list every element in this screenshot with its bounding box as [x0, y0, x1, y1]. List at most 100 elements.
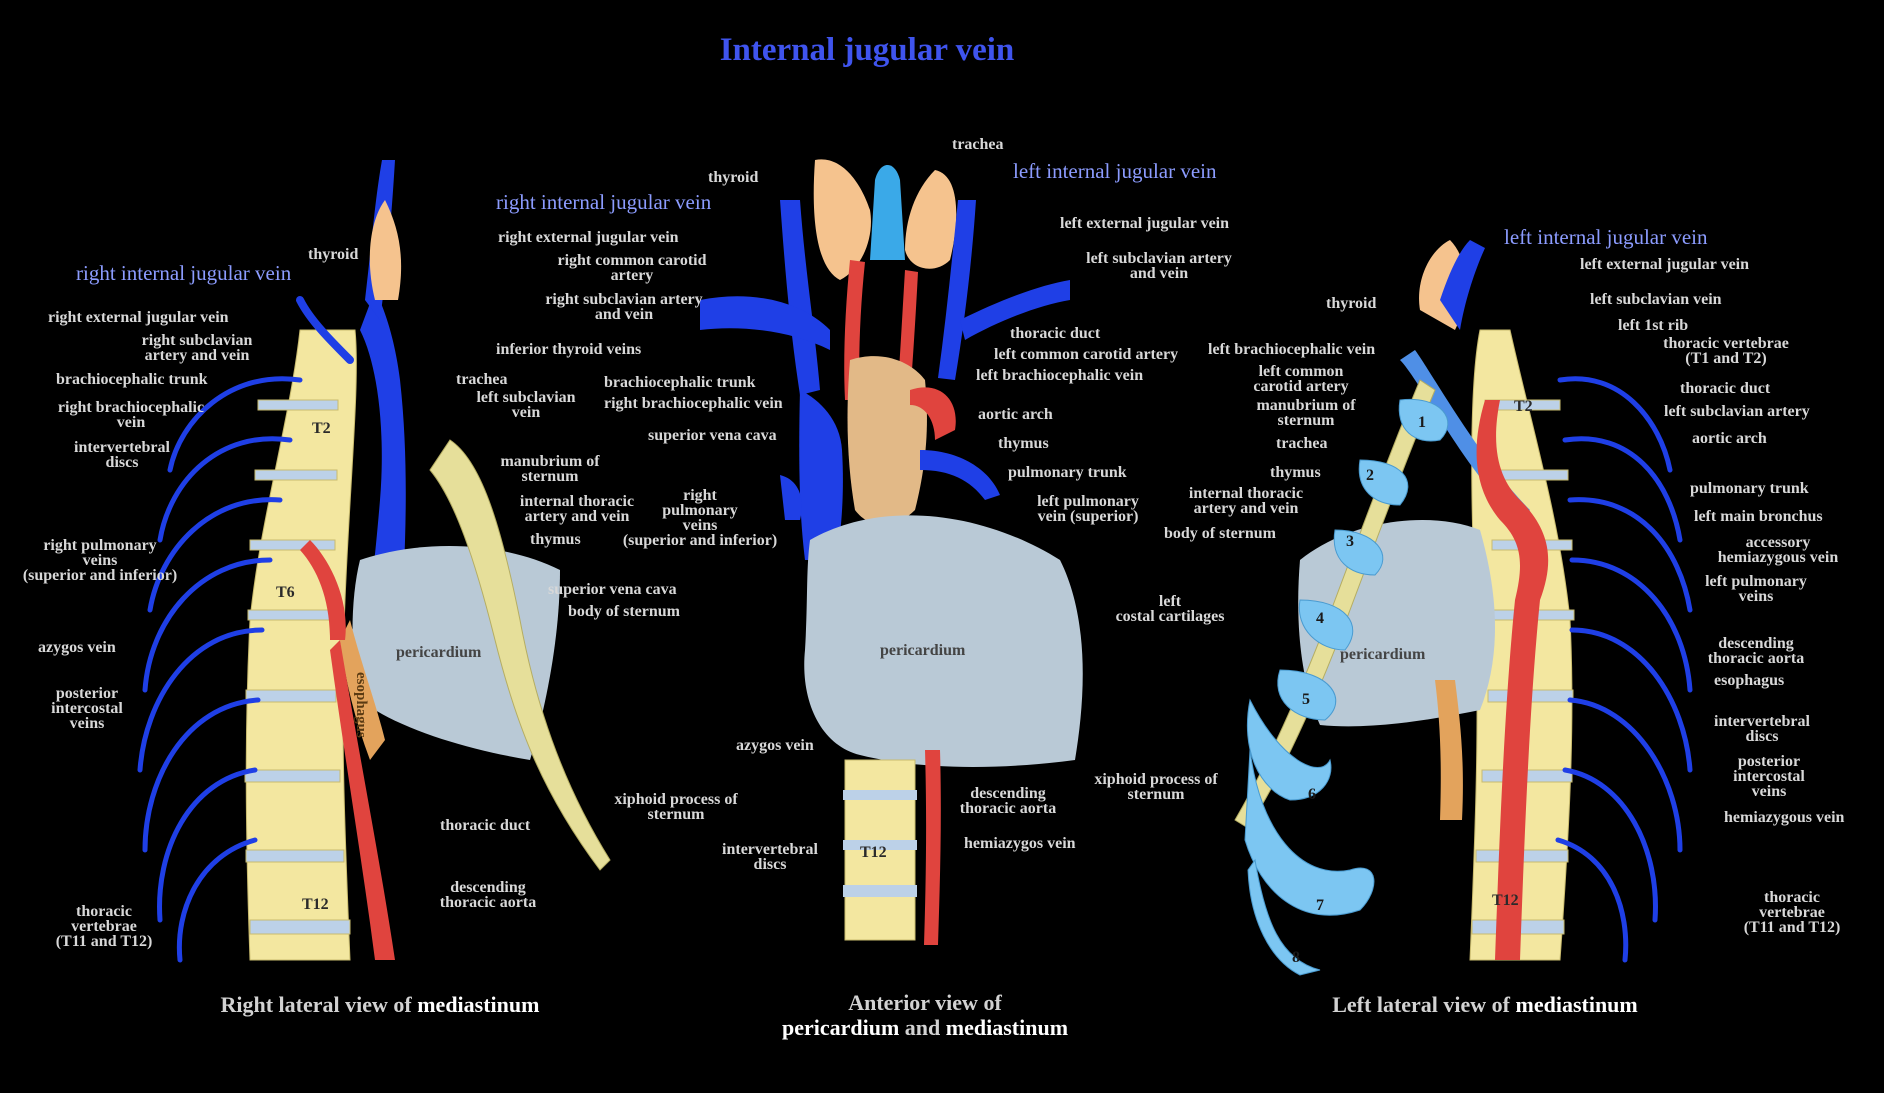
costal-number: 7 — [1316, 897, 1324, 914]
caption-emphasis: mediastinum — [1515, 992, 1638, 1017]
label-line: thoracic — [76, 903, 132, 920]
label-line: veins — [1751, 783, 1787, 800]
label-line: xiphoid process of — [1094, 771, 1218, 788]
label-left-subclavian-artery: left subclavian artery — [1664, 403, 1810, 420]
label-left-subclavian-vein: left subclavian vein — [1590, 291, 1722, 308]
right-thyroid — [369, 200, 402, 300]
label-right-subclavian-anterior: right subclavian artery and vein — [534, 292, 714, 323]
costal-number: 3 — [1346, 533, 1354, 550]
label-inferior-thyroid-veins: inferior thyroid veins — [496, 341, 642, 358]
caption-text: and — [899, 1015, 946, 1040]
label-line: posterior — [55, 685, 119, 702]
label-right-common-carotid: right common carotid artery — [548, 252, 716, 284]
label-pericardium-left: pericardium — [1340, 646, 1426, 663]
anterior-trachea — [870, 165, 905, 260]
left-ijv — [1440, 240, 1485, 330]
label-trachea: trachea — [456, 371, 508, 388]
anterior-ijv-right — [780, 200, 820, 395]
left-lateral-view — [1234, 240, 1693, 976]
caption-text: Anterior view of — [848, 990, 1002, 1015]
label-line: pulmonary — [662, 502, 738, 519]
label-right-brachiocephalic-vein: right brachiocephalic vein — [46, 400, 216, 431]
anterior-subclavian-veins — [700, 280, 1070, 350]
label-descending-thoracic-aorta-left: descending thoracic aorta — [1700, 636, 1812, 667]
label-line: thoracic aorta — [439, 894, 537, 911]
label-line: right pulmonary — [43, 537, 157, 554]
label-line: descending — [450, 879, 526, 896]
label-line: manubrium of — [500, 453, 600, 470]
label-thyroid-left: thyroid — [1326, 295, 1377, 312]
label-t12-left: T12 — [1492, 892, 1519, 909]
label-intervertebral-discs-left: intervertebral discs — [1706, 714, 1818, 745]
label-body-of-sternum-left: body of sternum — [1164, 525, 1277, 542]
label-brachiocephalic-trunk-anterior: brachiocephalic trunk — [604, 374, 756, 391]
label-line: costal cartilages — [1115, 608, 1225, 625]
anterior-svc — [799, 390, 843, 560]
label-t12-anterior: T12 — [860, 844, 887, 861]
label-left-common-carotid-artery-left: left common carotid artery — [1236, 364, 1366, 395]
label-thoracic-vertebrae: thoracic vertebrae (T11 and T12) — [44, 903, 164, 950]
label-superior-vena-cava: superior vena cava — [548, 581, 677, 598]
label-internal-thoracic: internal thoracic artery and vein — [510, 494, 644, 525]
label-line: vein (superior) — [1037, 508, 1139, 525]
label-posterior-intercostal-veins: posterior intercostal veins — [44, 685, 130, 732]
label-line: hemiazygous vein — [1717, 549, 1839, 566]
anterior-thymus — [847, 356, 927, 525]
label-line: sternum — [521, 468, 579, 485]
label-right-pulmonary-veins-anterior: right pulmonary veins (superior and infe… — [610, 488, 790, 549]
label-right-subclavian: right subclavian artery and vein — [122, 333, 272, 364]
label-left-brachiocephalic-vein-left: left brachiocephalic vein — [1208, 341, 1376, 358]
label-intervertebral-discs: intervertebral discs — [62, 440, 182, 471]
label-aortic-arch-anterior: aortic arch — [978, 406, 1053, 423]
label-brachiocephalic-trunk: brachiocephalic trunk — [56, 371, 208, 388]
label-thyroid-anterior: thyroid — [708, 169, 759, 186]
anterior-descending-aorta — [924, 750, 941, 945]
label-left-external-jugular-vein-anterior: left external jugular vein — [1060, 215, 1230, 232]
label-line: sternum — [647, 806, 705, 823]
label-line: artery and vein — [144, 347, 250, 364]
label-esophagus-left: esophagus — [1714, 672, 1785, 689]
label-t2-left: T2 — [1514, 398, 1533, 415]
label-line: left pulmonary — [1705, 573, 1807, 590]
label-azygos-vein: azygos vein — [38, 639, 116, 656]
label-pulmonary-trunk-left: pulmonary trunk — [1690, 480, 1809, 497]
label-line: left — [1158, 593, 1182, 610]
label-line: vertebrae — [71, 918, 137, 935]
label-left-1st-rib: left 1st rib — [1618, 317, 1689, 334]
label-line: sternum — [1127, 786, 1185, 803]
anterior-aortic-arch — [910, 387, 956, 440]
right-pulmonary-artery — [300, 540, 346, 640]
costal-number: 1 — [1418, 414, 1426, 431]
anterior-pulmonary-veins — [780, 450, 1000, 520]
label-thoracic-duct-left: thoracic duct — [1680, 380, 1771, 397]
label-aortic-arch-left: aortic arch — [1692, 430, 1767, 447]
label-right-pulmonary-veins: right pulmonary veins (superior and infe… — [10, 537, 190, 584]
right-ribs-veins — [137, 296, 354, 963]
label-trachea-anterior: trachea — [952, 136, 1004, 153]
label-hemiazygos-vein-anterior: hemiazygos vein — [964, 835, 1076, 852]
label-intervertebral-discs-anterior: intervertebral discs — [710, 842, 830, 873]
label-line: vertebrae — [1759, 904, 1825, 921]
label-line: (T11 and T12) — [55, 933, 153, 950]
label-line: artery — [610, 267, 654, 284]
label-line: thoracic vertebrae — [1663, 335, 1789, 352]
label-line: thoracic aorta — [959, 800, 1057, 817]
label-accessory-hemiazygous-vein: accessory hemiazygous vein — [1708, 535, 1848, 566]
label-line: left pulmonary — [1037, 493, 1139, 510]
label-line: right common carotid — [557, 252, 707, 269]
label-superior-vena-cava-anterior: superior vena cava — [648, 427, 777, 444]
label-line: thoracic aorta — [1707, 650, 1805, 667]
label-line: left subclavian artery — [1086, 250, 1232, 267]
label-thymus-left: thymus — [1270, 464, 1321, 481]
label-left-external-jugular-vein: left external jugular vein — [1580, 256, 1750, 273]
label-hemiazygous-vein-left: hemiazygous vein — [1724, 809, 1845, 826]
label-line: carotid artery — [1253, 378, 1349, 395]
label-line: manubrium of — [1256, 397, 1356, 414]
label-pulmonary-trunk-anterior: pulmonary trunk — [1008, 464, 1127, 481]
label-left-brachiocephalic-vein-anterior: left brachiocephalic vein — [976, 367, 1144, 384]
left-ribs-veins — [1555, 376, 1693, 963]
label-internal-thoracic-left: internal thoracic artery and vein — [1176, 486, 1316, 517]
label-left-costal-cartilages: left costal cartilages — [1100, 593, 1240, 625]
